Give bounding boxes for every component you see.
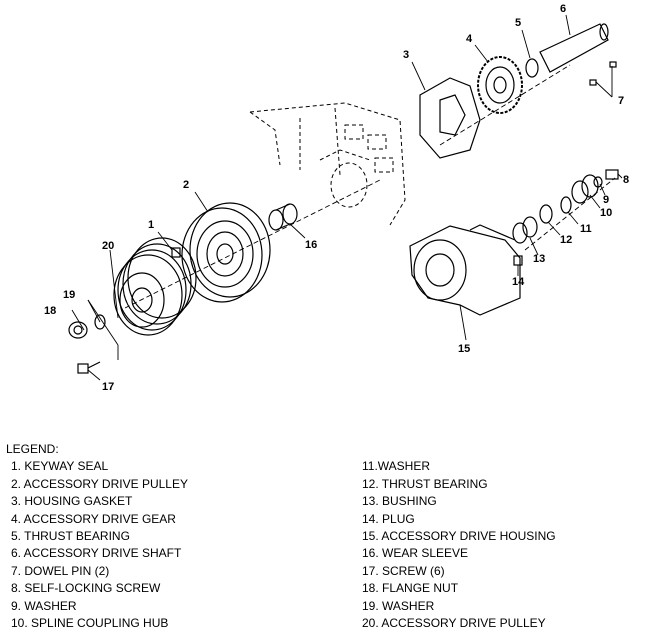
legend-item: 12. THRUST BEARING: [362, 476, 488, 491]
legend-item: 6. ACCESSORY DRIVE SHAFT: [11, 546, 182, 561]
accessory-drive-housing: [409, 224, 521, 316]
legend-item: 4. ACCESSORY DRIVE GEAR: [11, 511, 176, 526]
legend-item: 3. HOUSING GASKET: [11, 494, 133, 509]
callout-labels: 1 2 3 4 5 6 7 8 9 10 11 12 13 14 15 16 1…: [44, 3, 629, 393]
callout-5: 5: [515, 17, 521, 29]
legend-column-left: 1. KEYWAY SEAL 2. ACCESSORY DRIVE PULLEY…: [11, 458, 351, 632]
callout-7: 7: [618, 95, 624, 107]
legend-item: 11.WASHER: [362, 459, 431, 474]
accessory-drive-shaft: [539, 23, 609, 73]
bushing: [512, 216, 538, 244]
engine-block-outline: [249, 102, 406, 226]
legend-item: 5. THRUST BEARING: [11, 529, 130, 544]
callout-1: 1: [148, 219, 154, 231]
screw-17: [77, 361, 101, 374]
callout-13: 13: [533, 253, 545, 265]
callout-15: 15: [458, 343, 470, 355]
legend-item: 19. WASHER: [362, 598, 435, 613]
washer-19: [94, 314, 106, 330]
legend-item: 17. SCREW (6): [362, 563, 445, 578]
callout-8: 8: [623, 174, 629, 186]
legend-title: LEGEND:: [6, 442, 59, 456]
assembly-axis-lines: [124, 64, 616, 309]
callout-6: 6: [560, 3, 566, 15]
callout-19: 19: [63, 289, 75, 301]
legend-item: 8. SELF-LOCKING SCREW: [11, 581, 161, 596]
flange-nut: [68, 321, 88, 339]
legend-item: 1. KEYWAY SEAL: [11, 459, 109, 474]
washer-9: [593, 176, 603, 188]
dowel-pin: [589, 79, 597, 86]
legend-item: 15. ACCESSORY DRIVE HOUSING: [362, 529, 556, 544]
legend-item: 20. ACCESSORY DRIVE PULLEY: [362, 616, 546, 631]
legend-item: 13. BUSHING: [362, 494, 437, 509]
callout-18: 18: [44, 305, 56, 317]
callout-20: 20: [102, 240, 114, 252]
washer-11: [560, 196, 572, 214]
legend: LEGEND: 1. KEYWAY SEAL 2. ACCESSORY DRIV…: [6, 441, 650, 631]
dowel-pin: [609, 61, 617, 68]
callout-9: 9: [603, 194, 609, 206]
callout-14: 14: [512, 276, 525, 288]
legend-item: 9. WASHER: [11, 598, 77, 613]
callout-12: 12: [560, 234, 572, 246]
keyway-seal: [171, 247, 181, 258]
callout-4: 4: [466, 33, 473, 45]
legend-item: 7. DOWEL PIN (2): [11, 563, 110, 578]
legend-item: 16. WEAR SLEEVE: [362, 546, 469, 561]
callout-16: 16: [305, 239, 317, 251]
legend-item: 14. PLUG: [362, 511, 415, 526]
thrust-bearing-5: [525, 58, 539, 78]
callout-17: 17: [102, 381, 114, 393]
spline-coupling-hub: [571, 174, 599, 204]
exploded-view-diagram: 1 2 3 4 5 6 7 8 9 10 11 12 13 14 15 16 1…: [44, 3, 629, 393]
self-locking-screw: [605, 169, 619, 180]
callout-11: 11: [580, 223, 592, 235]
callout-leader-lines: [71, 14, 623, 381]
callout-3: 3: [403, 49, 409, 61]
legend-column-right: 11.WASHER 12. THRUST BEARING 13. BUSHING…: [362, 458, 652, 632]
plug: [513, 255, 523, 266]
thrust-bearing-12: [539, 204, 553, 224]
accessory-drive-gear: [477, 56, 523, 114]
legend-item: 2. ACCESSORY DRIVE PULLEY: [11, 476, 188, 491]
legend-item: 10. SPLINE COUPLING HUB: [11, 616, 169, 631]
callout-10: 10: [600, 207, 612, 219]
accessory-drive-pulley-front: [113, 237, 197, 336]
accessory-drive-pulley-rear: [181, 202, 271, 303]
legend-item: 18. FLANGE NUT: [362, 581, 459, 596]
callout-2: 2: [183, 179, 189, 191]
housing-gasket: [419, 77, 481, 159]
